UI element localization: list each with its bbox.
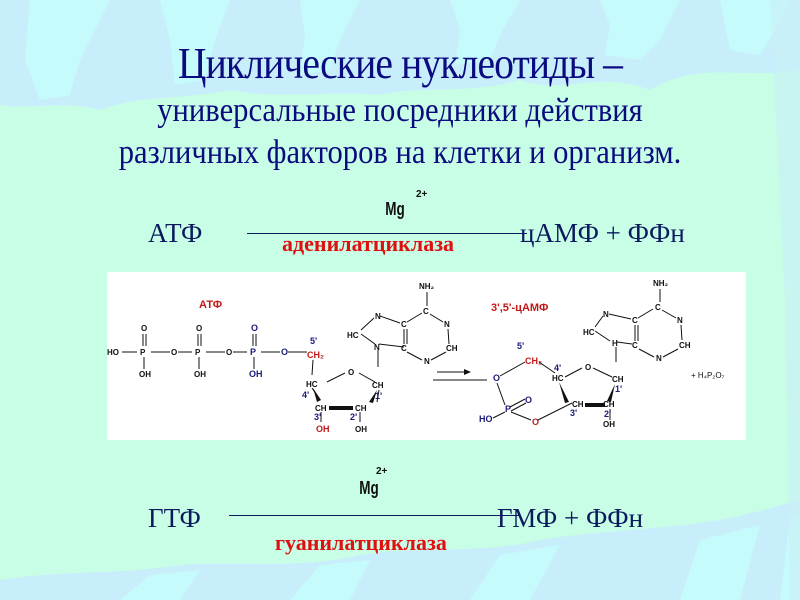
svg-text:1': 1' [375, 391, 382, 401]
svg-text:N: N [424, 357, 430, 366]
svg-text:HC: HC [306, 380, 318, 389]
svg-text:C: C [401, 320, 407, 329]
svg-text:5': 5' [310, 336, 317, 346]
svg-text:O: O [196, 324, 202, 333]
reaction2-arrow [229, 515, 519, 516]
reaction1-substrate: АТФ [148, 218, 203, 248]
svg-text:4': 4' [554, 363, 561, 373]
svg-text:NH₂: NH₂ [419, 282, 435, 291]
svg-text:CH: CH [372, 381, 384, 390]
svg-text:OH: OH [603, 420, 615, 429]
svg-text:+ H₄P₂O₇: + H₄P₂O₇ [691, 371, 725, 380]
svg-text:P: P [250, 347, 256, 357]
reaction2-substrate: ГТФ [148, 503, 201, 533]
svg-text:2': 2' [604, 409, 611, 419]
svg-text:C: C [632, 316, 638, 325]
svg-text:C: C [401, 344, 407, 353]
svg-text:O: O [348, 368, 354, 377]
svg-text:CH: CH [315, 404, 327, 413]
svg-text:HO: HO [479, 414, 493, 424]
svg-text:CH: CH [612, 375, 624, 384]
svg-text:N: N [603, 310, 609, 319]
svg-text:3': 3' [570, 408, 577, 418]
reaction2-enzyme: гуанилатциклаза [275, 530, 447, 555]
reaction1-cofactor-charge: 2+ [416, 189, 428, 200]
svg-text:3',5'-цАМФ: 3',5'-цАМФ [491, 302, 548, 314]
slide-subtitle-line1: универсальные посредники действия [157, 92, 643, 129]
svg-text:OH: OH [194, 370, 206, 379]
reaction2-cofactor-charge: 2+ [376, 466, 388, 477]
svg-text:O: O [525, 395, 532, 405]
svg-text:N: N [656, 354, 662, 363]
svg-text:P: P [140, 348, 146, 357]
reaction1-cofactor: Mg [385, 199, 405, 219]
svg-text:P: P [195, 348, 201, 357]
svg-text:CH: CH [572, 400, 584, 409]
svg-text:CH: CH [446, 344, 458, 353]
svg-text:OH: OH [316, 424, 330, 434]
svg-text:1': 1' [615, 384, 622, 394]
reaction1-arrow [247, 233, 527, 234]
svg-text:N: N [374, 343, 380, 352]
svg-text:CH: CH [679, 341, 691, 350]
svg-text:HC: HC [347, 331, 359, 340]
slide-title: Циклические нуклеотиды – [177, 39, 623, 88]
svg-text:4': 4' [302, 390, 309, 400]
svg-text:N: N [677, 316, 683, 325]
reaction1-enzyme: аденилатциклаза [282, 231, 455, 256]
svg-text:P: P [505, 404, 511, 414]
svg-text:NH₂: NH₂ [653, 279, 669, 288]
svg-text:CH₂: CH₂ [525, 356, 542, 366]
svg-text:N: N [444, 320, 450, 329]
svg-text:HC: HC [583, 328, 595, 337]
structure-diagram: АТФ HO P O OH O P O OH O P O OH O [107, 279, 725, 434]
slide-subtitle-line2: различных факторов на клетки и организм. [118, 134, 682, 171]
svg-text:HO: HO [107, 348, 119, 357]
svg-text:H: H [612, 339, 618, 348]
svg-text:CH: CH [603, 400, 615, 409]
svg-text:CH₂: CH₂ [307, 350, 324, 360]
svg-text:C: C [655, 303, 661, 312]
chemical-scheme-atp-to-camp: АТФ HO P O OH O P O OH O P O OH O [107, 272, 746, 440]
svg-text:CH: CH [355, 404, 367, 413]
svg-text:O: O [532, 417, 539, 427]
svg-text:N: N [375, 312, 381, 321]
svg-text:O: O [226, 348, 232, 357]
svg-text:3': 3' [314, 412, 321, 422]
reaction2-products: ГМФ + ФФн [497, 503, 644, 533]
svg-text:C: C [632, 341, 638, 350]
svg-text:2': 2' [350, 412, 357, 422]
svg-text:OH: OH [355, 425, 367, 434]
svg-text:O: O [585, 363, 591, 372]
svg-text:5': 5' [517, 341, 524, 351]
svg-text:O: O [171, 348, 177, 357]
svg-text:O: O [281, 347, 288, 357]
svg-text:O: O [251, 323, 258, 333]
svg-text:HC: HC [552, 374, 564, 383]
reaction1-products: цАМФ + ФФн [520, 218, 685, 248]
svg-text:O: O [141, 324, 147, 333]
reaction2-cofactor: Mg [359, 478, 379, 498]
svg-text:АТФ: АТФ [199, 299, 222, 311]
svg-text:C: C [423, 307, 429, 316]
svg-text:O: O [493, 373, 500, 383]
svg-text:OH: OH [139, 370, 151, 379]
svg-text:OH: OH [249, 369, 263, 379]
